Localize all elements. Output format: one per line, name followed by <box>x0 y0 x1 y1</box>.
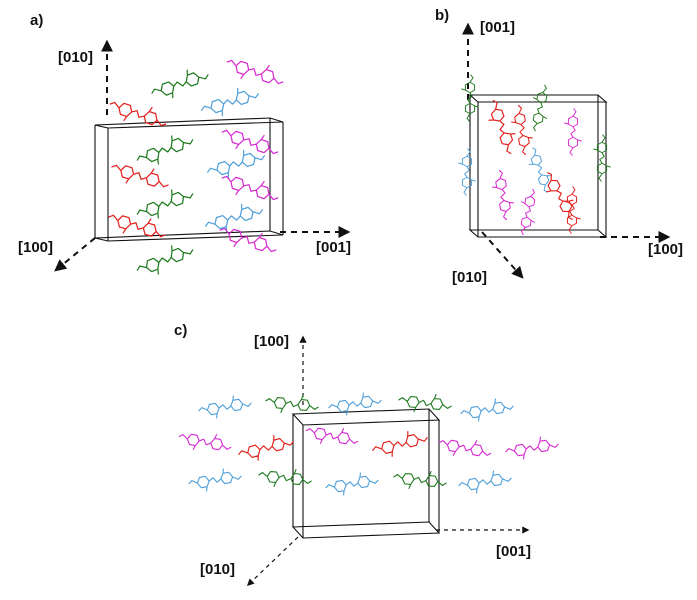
panel-c-molecule <box>188 468 242 492</box>
panel-a: a) [010] [100] [001] <box>18 12 351 275</box>
panel-c-molecules <box>178 392 559 496</box>
panel-c-molecule <box>325 472 379 496</box>
panel-b-axis-100-label: [100] <box>648 241 683 258</box>
panel-c-molecule <box>305 427 359 445</box>
panel-b-unit-cell <box>468 94 608 238</box>
panel-c-molecule <box>398 394 452 412</box>
panel-a-molecule <box>226 59 284 85</box>
panel-b-molecule <box>546 172 574 220</box>
panel-c: c) [100] [010] [001] <box>174 322 559 586</box>
panel-c-molecule <box>238 435 294 461</box>
panel-b: b) [001] [100] [010] <box>435 7 683 286</box>
panel-a-molecule <box>201 87 259 117</box>
panel-a-molecule <box>111 164 169 188</box>
panel-a-axis-100-label: [100] <box>18 239 53 256</box>
panel-a-axis-100-arrow <box>54 237 96 272</box>
panel-a-molecule <box>221 129 279 155</box>
panel-c-molecule <box>265 395 319 413</box>
panel-a-molecule <box>207 149 265 179</box>
panel-a-molecules <box>108 59 284 275</box>
panel-c-molecule <box>438 439 492 457</box>
panel-c-unit-cell <box>291 408 441 539</box>
panel-b-molecule <box>458 148 476 196</box>
panel-a-molecule <box>109 101 167 127</box>
panel-c-molecule <box>458 470 512 494</box>
panel-b-axis-010-label: [010] <box>452 269 487 286</box>
panel-c-molecule <box>505 436 559 460</box>
panel-c-axis-001-label: [001] <box>496 543 531 560</box>
panel-c-label: c) <box>174 322 187 339</box>
panel-b-molecule <box>461 74 479 122</box>
panel-c-molecule <box>258 469 312 487</box>
panel-b-molecule <box>511 104 533 156</box>
panel-b-molecule <box>563 186 581 234</box>
panel-b-molecules <box>458 74 611 236</box>
panel-a-molecule <box>136 135 194 165</box>
panel-a-molecule <box>108 214 166 238</box>
panel-c-molecule <box>460 398 514 422</box>
panel-a-molecule <box>136 189 194 219</box>
panel-a-molecule <box>151 69 209 99</box>
panel-a-molecule <box>136 245 194 275</box>
panel-b-molecule <box>564 108 582 156</box>
panel-a-label: a) <box>30 12 43 29</box>
panel-b-molecule <box>492 169 514 221</box>
panel-a-molecule <box>205 203 263 233</box>
panel-b-label: b) <box>435 7 449 24</box>
panel-c-axis-010-arrow <box>246 536 299 586</box>
panel-a-molecule <box>219 227 277 253</box>
panel-b-axis-010-arrow <box>481 231 524 279</box>
panel-c-molecule <box>393 471 447 489</box>
panel-a-axis-010-label: [010] <box>58 49 93 66</box>
panel-b-molecule <box>520 188 536 236</box>
panel-b-molecule <box>488 99 516 155</box>
panel-b-molecule <box>532 84 548 132</box>
panel-b-axis-001-label: [001] <box>480 19 515 36</box>
panel-c-molecule <box>198 395 252 419</box>
panel-c-axis-010-label: [010] <box>200 561 235 578</box>
panel-c-molecule <box>328 392 382 416</box>
panel-c-molecule <box>178 433 232 451</box>
panel-a-molecule <box>221 175 279 201</box>
panel-a-axis-001-label: [001] <box>316 239 351 256</box>
panel-c-axis-100-label: [100] <box>254 333 289 350</box>
panel-c-molecule <box>372 431 428 457</box>
panel-b-molecule <box>593 134 611 182</box>
panel-a-unit-cell <box>94 117 284 242</box>
panel-b-molecule <box>528 147 552 193</box>
